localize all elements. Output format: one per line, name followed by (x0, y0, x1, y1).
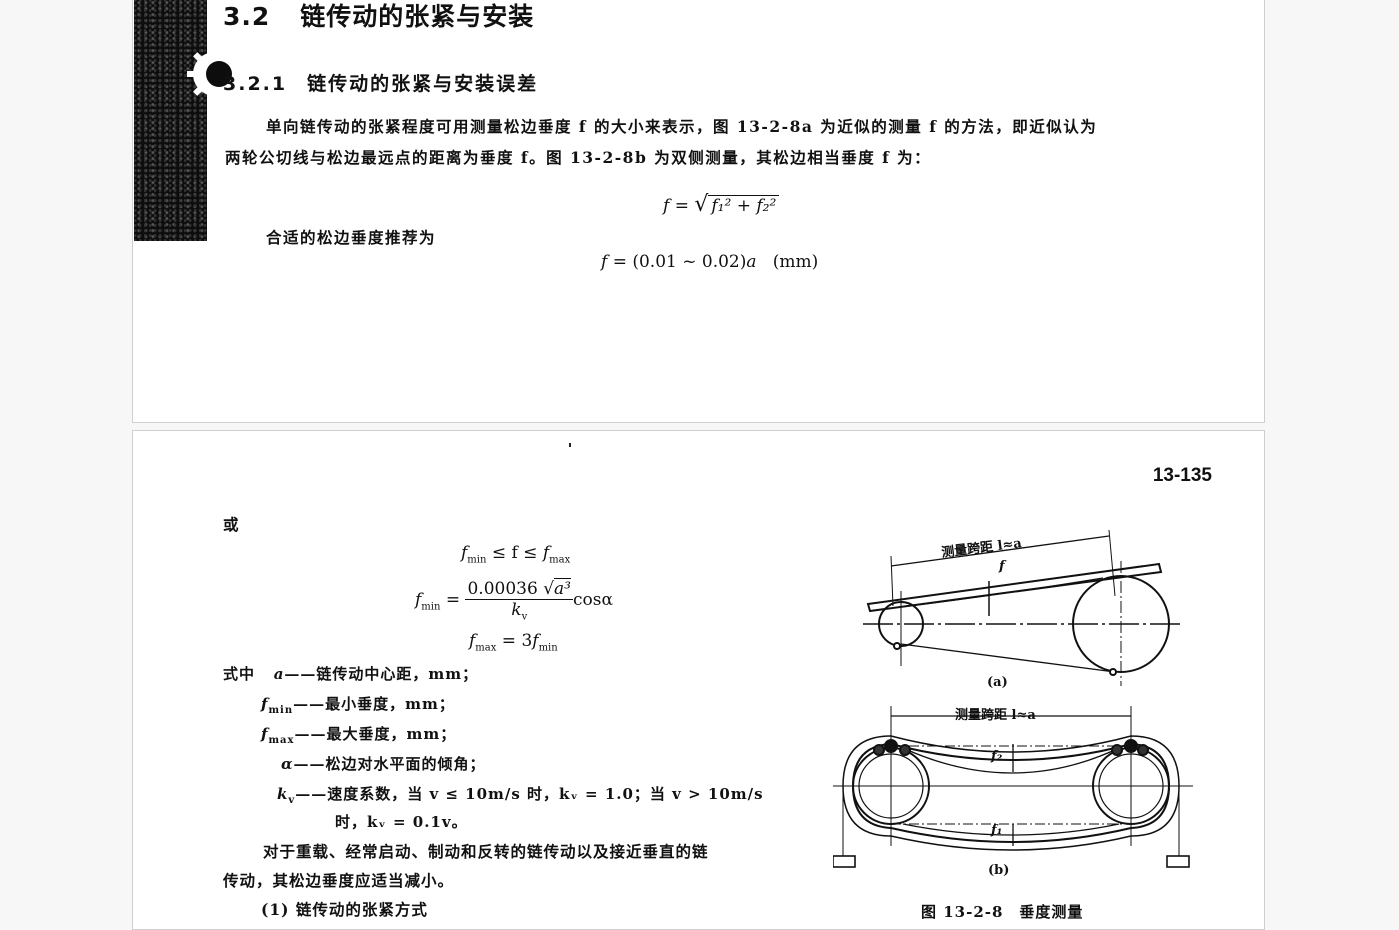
page-number: 13-135 (1152, 465, 1212, 486)
definition-symbol: a (273, 665, 285, 683)
definition-symbol: k (277, 785, 289, 803)
list-item-tensioning-methods: (1) 链传动的张紧方式 (261, 900, 428, 919)
formula-recommended-sag: f = (0.01 ~ 0.02)a (mm) (601, 252, 818, 272)
formula-radicand: f₁² + f₂² (708, 195, 780, 216)
figure-a-sublabel: (a) (987, 675, 1008, 690)
subscript: min (538, 642, 558, 654)
definition-symbol: f (261, 695, 269, 713)
definition-continuation: 时，kᵥ = 0.1v。 (335, 813, 468, 831)
root-value: a³ (554, 578, 571, 599)
subscript: v (288, 795, 296, 806)
subscript: v (521, 611, 528, 623)
definition-symbol: α (281, 755, 294, 773)
definition-row: α——松边对水平面的倾角； (281, 753, 486, 774)
figure-caption: 图 13-2-8 垂度测量 (921, 903, 1084, 921)
formula-combined-sag: f = √f₁² + f₂² (663, 192, 780, 217)
definition-text: ——速度系数，当 v ≤ 10m/s 时，kᵥ = 1.0；当 v > 10m/… (295, 785, 764, 803)
gear-icon (187, 46, 237, 102)
subscript: min (421, 601, 441, 613)
definition-row: fmin——最小垂度，mm； (261, 693, 455, 716)
or-label: 或 (223, 515, 241, 534)
k-symbol: k (511, 600, 522, 620)
section-title: 链传动的张紧与安装 (300, 2, 535, 31)
subscript: max (268, 735, 295, 746)
subsection-title: 链传动的张紧与安装误差 (307, 73, 539, 95)
f-symbol: f (532, 631, 539, 651)
scan-mark (569, 443, 571, 447)
subsection-heading: 3.2.1 链传动的张紧与安装误差 (223, 69, 538, 96)
formula-unit: (mm) (772, 252, 819, 272)
paragraph-1-line-1: 单向链传动的张紧程度可用测量松边垂度 f 的大小来表示，图 13-2-8a 为近… (266, 117, 1098, 136)
numerator: 0.00036 √a³ (465, 578, 573, 600)
formula-sag-range: fmin ≤ f ≤ fmax (461, 543, 570, 565)
figure-a-single-side-measurement (863, 529, 1183, 686)
figure-b-sublabel: (b) (988, 863, 1010, 878)
document-page-2: 13-135 或 fmin ≤ f ≤ fmax fmin = 0.00036 … (132, 430, 1265, 930)
definition-text: ——最小垂度，mm； (293, 695, 455, 713)
paragraph-3-line-1: 对于重载、经常启动、制动和反转的链传动以及接近垂直的链 (263, 842, 709, 861)
subscript: min (268, 705, 294, 716)
definition-symbol: f (261, 725, 269, 743)
figure-a-f-label: f (999, 559, 1005, 574)
cos-term: cosα (573, 590, 613, 611)
figure-b-span-label: 测量跨距 l≈a (955, 708, 1036, 723)
decorative-side-band (134, 0, 207, 241)
definition-text: ——松边对水平面的倾角； (293, 755, 486, 773)
formula-lhs: f = (663, 196, 689, 216)
definition-text: ——链传动中心距，mm； (284, 665, 479, 683)
definition-row: fmax——最大垂度，mm； (261, 723, 456, 746)
definition-text: ——最大垂度，mm； (294, 725, 457, 743)
numerator-value: 0.00036 (467, 579, 538, 599)
formula-fmin: fmin = 0.00036 √a³ kv cosα (415, 578, 613, 622)
definition-row: kv——速度系数，当 v ≤ 10m/s 时，kᵥ = 1.0；当 v > 10… (277, 783, 764, 806)
formula-lhs: f = (601, 252, 633, 272)
paragraph-3-line-2: 传动，其松边垂度应适当减小。 (223, 871, 455, 890)
figure-b-f2-label: f₂ (991, 749, 1003, 764)
equals: = (440, 590, 466, 611)
range-mid: ≤ f ≤ (486, 543, 543, 563)
formula-body: (0.01 ~ 0.02) (632, 252, 747, 272)
fraction: 0.00036 √a³ kv (465, 578, 573, 622)
definition-row: 式中 a——链传动中心距，mm； (223, 663, 478, 684)
section-heading: 3.2 链传动的张紧与安装 (223, 0, 534, 33)
figure-b-double-side-measurement (833, 706, 1193, 868)
subscript: min (467, 554, 487, 566)
f-symbol: f (542, 543, 550, 563)
paragraph-1-line-2: 两轮公切线与松边最远点的距离为垂度 f。图 13-2-8b 为双侧测量，其松边相… (225, 148, 932, 167)
formula-var: a (746, 252, 757, 272)
subsection-number: 3.2.1 (223, 73, 288, 95)
f-symbol: f (469, 631, 476, 651)
subscript: max (549, 554, 571, 566)
equals: = 3 (496, 631, 533, 651)
definition-lead: 式中 (223, 665, 256, 683)
paragraph-2: 合适的松边垂度推荐为 (266, 228, 437, 247)
f-symbol: f (461, 543, 468, 563)
formula-fmax: fmax = 3fmin (469, 631, 558, 653)
figure-b-f1-label: f₁ (991, 823, 1003, 838)
section-number: 3.2 (223, 2, 271, 31)
document-page-1: 3.2 链传动的张紧与安装 3.2.1 链传动的张紧与安装误差 单向链传动的张紧程度… (132, 0, 1265, 423)
subscript: max (475, 642, 497, 654)
f-symbol: f (415, 590, 422, 611)
denominator: kv (465, 600, 573, 622)
